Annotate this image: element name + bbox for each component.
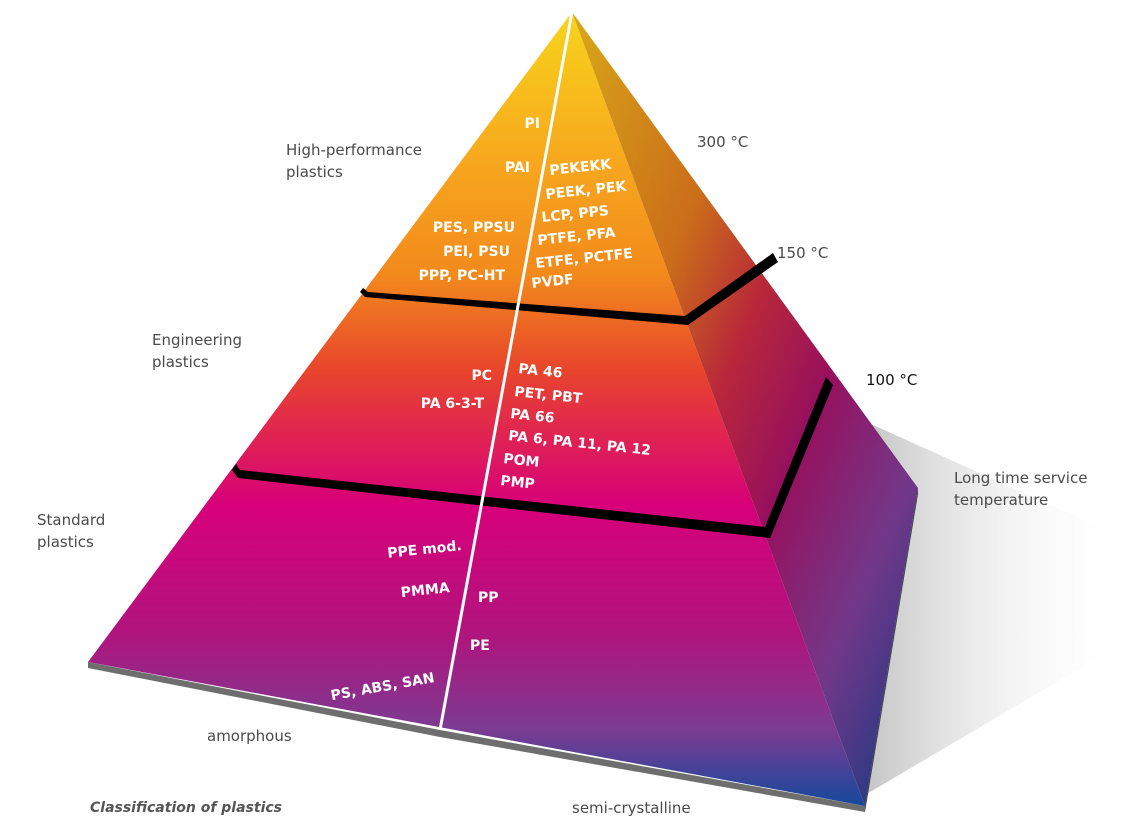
materials-standard-semicrystalline: PP PE <box>470 590 499 654</box>
temperature-100: 100 °C <box>866 371 918 389</box>
semi-crystalline-label: semi-crystalline <box>572 799 691 817</box>
base-edge-side <box>865 488 918 812</box>
pyramid-front-face <box>88 12 865 806</box>
tier-label-engineering: Engineering plastics <box>152 331 242 371</box>
material-label: PET, PBT <box>514 384 584 407</box>
ledge-150 <box>360 253 778 325</box>
temperature-150: 150 °C <box>777 244 829 262</box>
material-label: PPP, PC-HT <box>419 268 506 284</box>
ledge-100 <box>232 377 833 538</box>
class-divider <box>438 11 574 731</box>
amorphous-label: amorphous <box>207 727 292 745</box>
figure-caption: Classification of plastics <box>90 800 283 816</box>
material-label: PA 66 <box>510 406 556 427</box>
material-label: PMP <box>500 473 536 493</box>
material-label: PEKEKK <box>549 156 613 179</box>
material-label: PA 46 <box>518 361 564 382</box>
service-temperature-note: Long time service temperature <box>954 469 1088 509</box>
material-label: PI <box>525 116 540 132</box>
material-label: LCP, PPS <box>541 203 610 226</box>
materials-high-semicrystalline: PEKEKK PEEK, PEK LCP, PPS PTFE, PFA ETFE… <box>531 156 634 292</box>
material-label: PPE mod. <box>387 538 463 562</box>
tier-label-standard: Standard plastics <box>37 511 106 551</box>
side-darkening <box>572 12 918 806</box>
material-label: PES, PPSU <box>433 220 515 236</box>
pyramid-side-face <box>572 12 918 806</box>
materials-engineering-amorphous: PC PA 6-3-T <box>421 368 492 412</box>
material-label: PEI, PSU <box>443 244 510 260</box>
material-label: PMMA <box>400 580 451 601</box>
material-label: POM <box>503 451 541 471</box>
material-label: PP <box>478 590 499 606</box>
temperature-300: 300 °C <box>697 133 749 151</box>
material-label: PAI <box>505 160 530 176</box>
base-edge <box>88 662 865 812</box>
tier-label-high-performance: High-performance plastics <box>286 141 422 181</box>
material-label: PC <box>471 368 492 384</box>
material-label: PE <box>470 638 490 654</box>
material-label: PVDF <box>531 272 575 292</box>
materials-high-amorphous: PI PAI PES, PPSU PEI, PSU PPP, PC-HT <box>419 116 540 284</box>
material-label: PA 6-3-T <box>421 396 485 412</box>
